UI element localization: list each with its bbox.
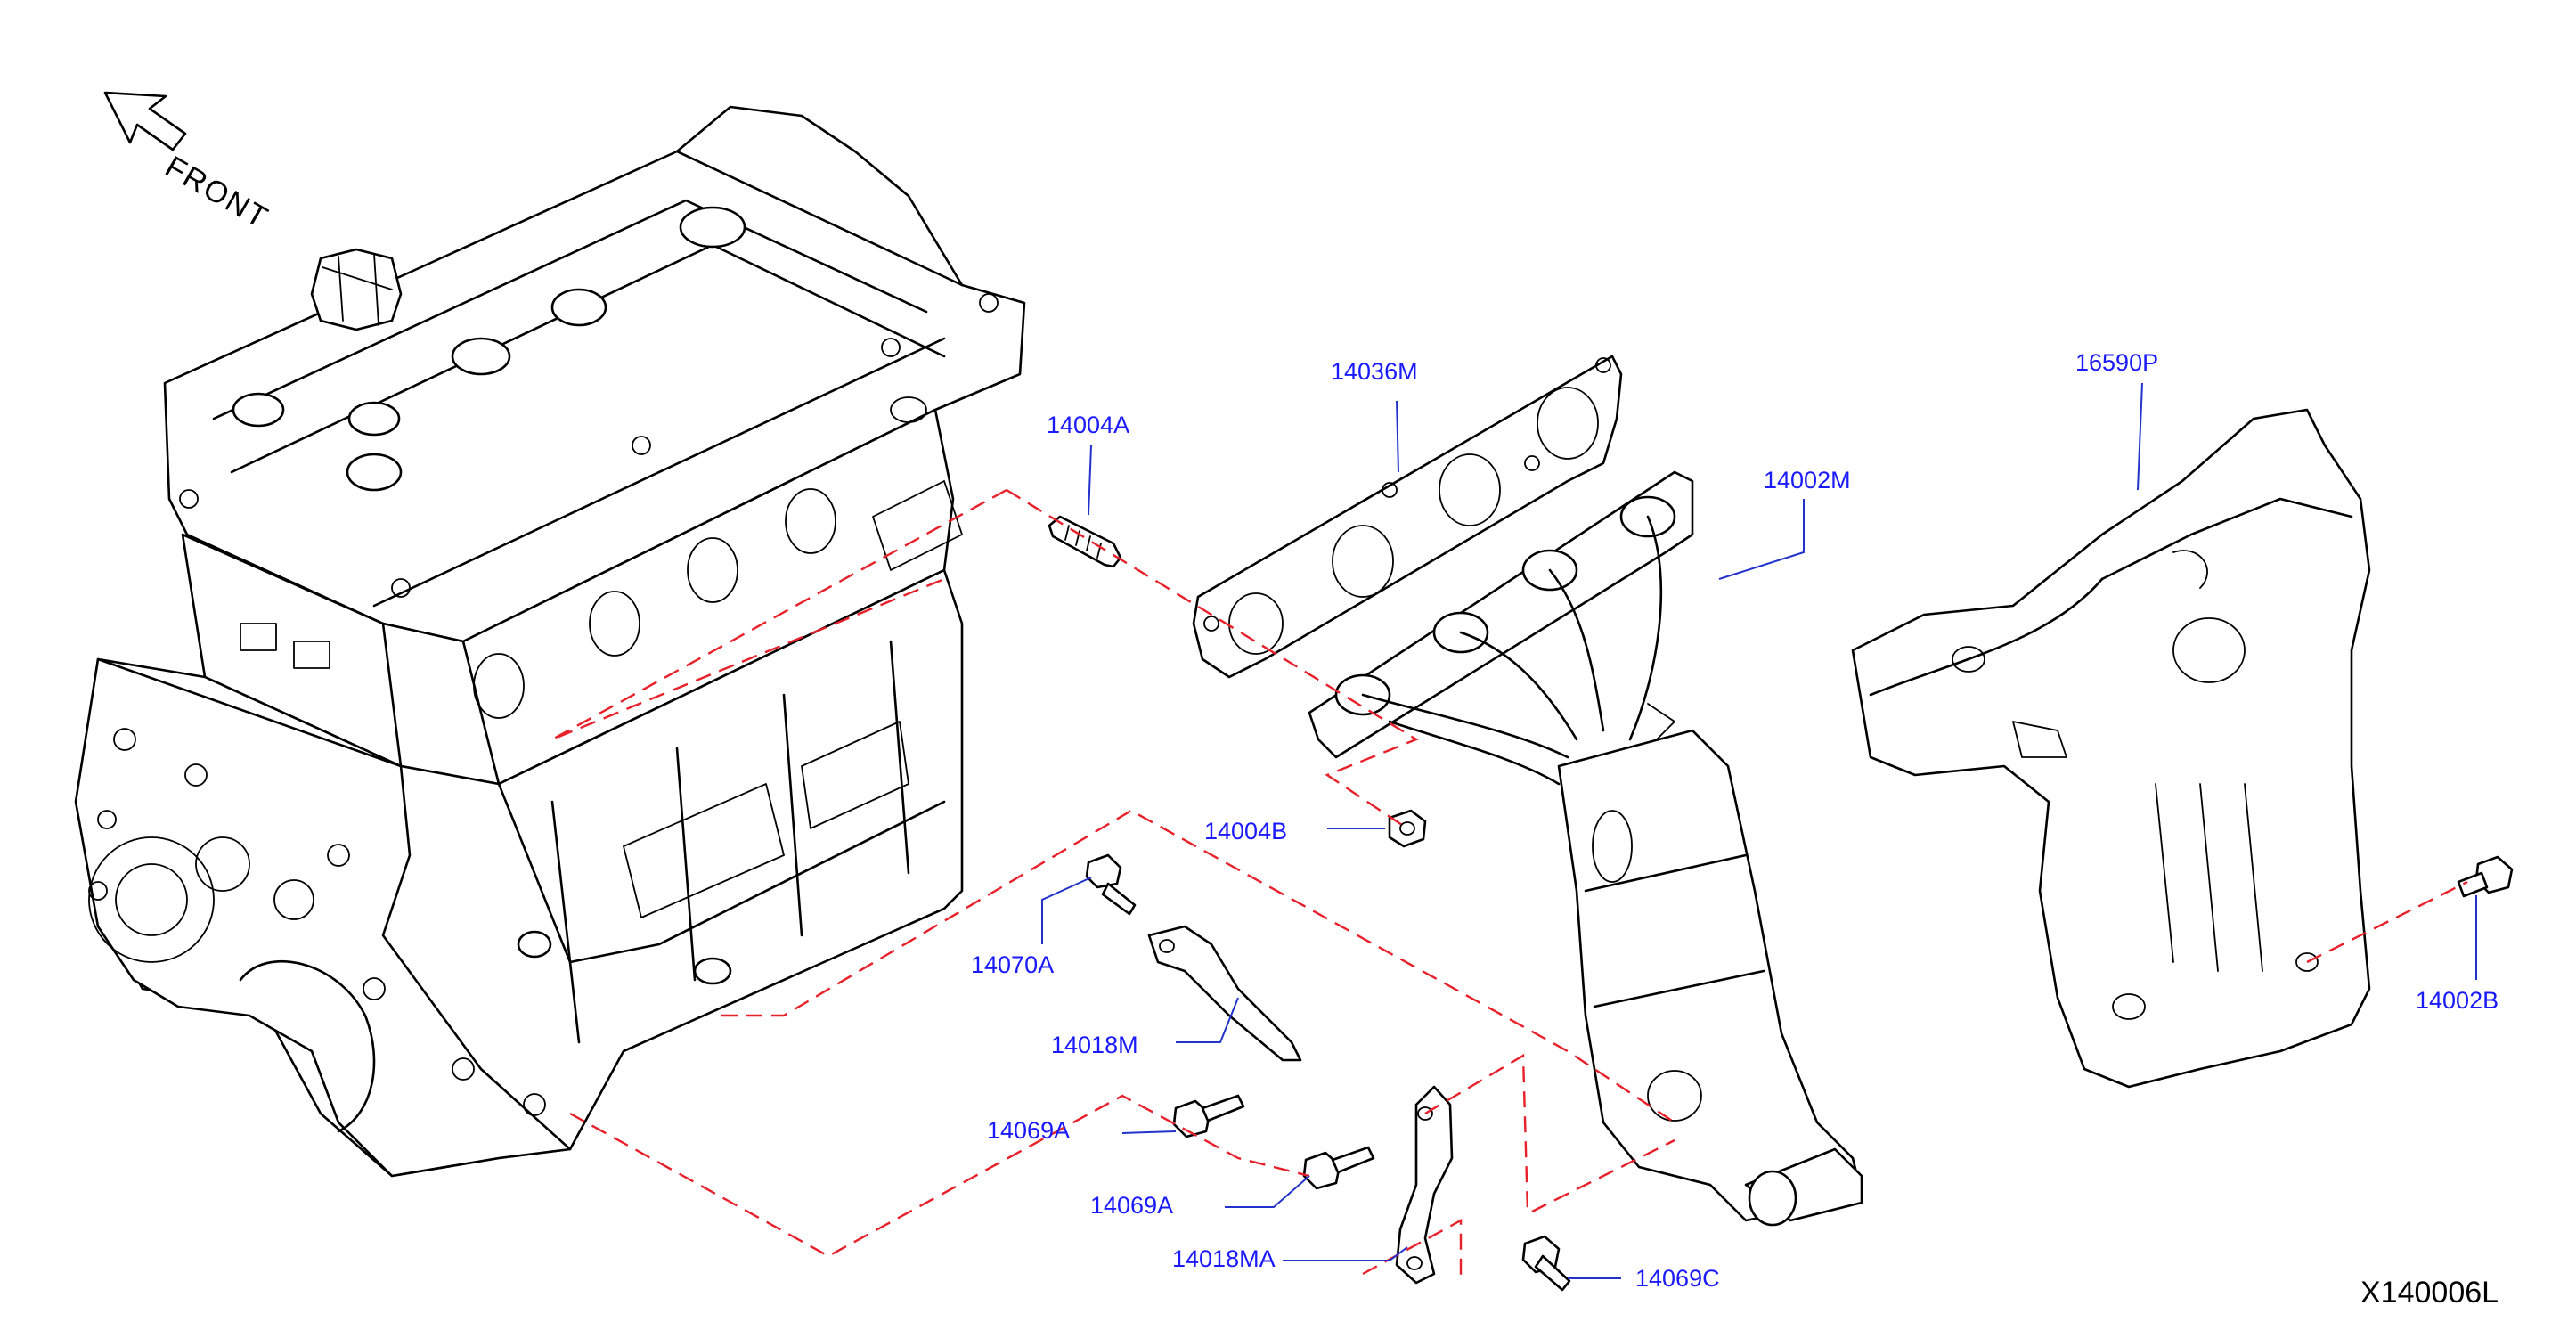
callout-14069a-upper: 14069A — [987, 1117, 1071, 1144]
bolt-14070a — [1085, 853, 1137, 916]
callout-14069a-lower: 14069A — [1090, 1192, 1174, 1219]
diagram-id: X140006L — [2360, 1276, 2499, 1310]
callout-16590p: 16590P — [2075, 349, 2159, 376]
leader-lines — [1041, 382, 2477, 1279]
callout-14018m: 14018M — [1051, 1032, 1138, 1058]
nut-14004b — [1388, 809, 1427, 848]
bolt-14069c — [1521, 1235, 1571, 1292]
exhaust-manifold-14002m — [1308, 470, 1863, 1227]
bracket-14018m — [1147, 925, 1302, 1062]
bolt-14069a-1 — [1172, 1094, 1245, 1138]
gasket-14036m — [1192, 355, 1623, 679]
callout-14004b: 14004B — [1204, 818, 1288, 845]
callout-14069c: 14069C — [1635, 1265, 1720, 1292]
bolt-14069a-2 — [1302, 1146, 1375, 1190]
callout-14018ma: 14018MA — [1172, 1245, 1276, 1272]
bracket-14018ma — [1395, 1085, 1454, 1285]
callout-14002m: 14002M — [1764, 467, 1851, 494]
heat-shield-16590p — [1851, 408, 2371, 1089]
callout-14070a: 14070A — [971, 951, 1055, 978]
callout-14004a: 14004A — [1047, 412, 1130, 438]
callout-14002b: 14002B — [2416, 987, 2499, 1014]
callout-14036m: 14036M — [1331, 358, 1418, 385]
bolt-14002b — [2457, 855, 2514, 898]
front-arrow-icon — [103, 91, 187, 151]
stud-14004a — [1048, 515, 1122, 568]
engine-block — [74, 105, 1026, 1178]
